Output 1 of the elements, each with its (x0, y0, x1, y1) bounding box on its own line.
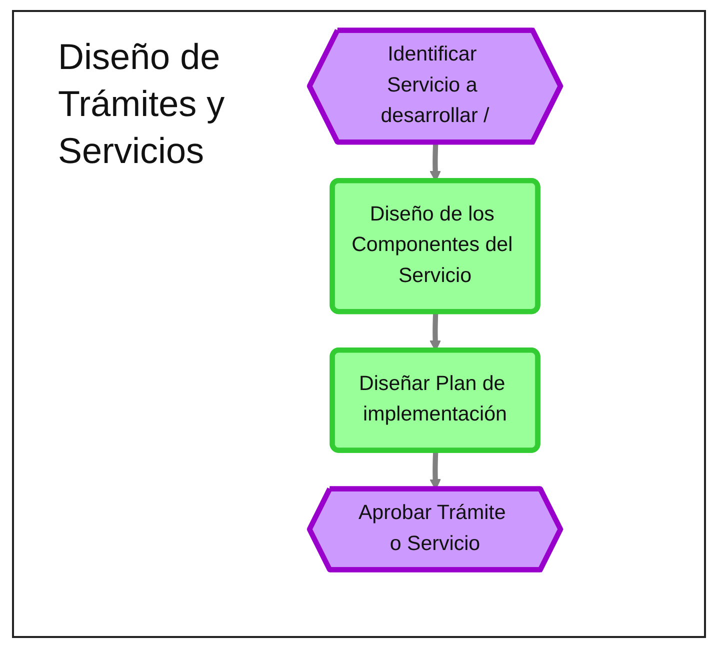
title: Diseño de Trámites y Servicios (58, 35, 226, 173)
